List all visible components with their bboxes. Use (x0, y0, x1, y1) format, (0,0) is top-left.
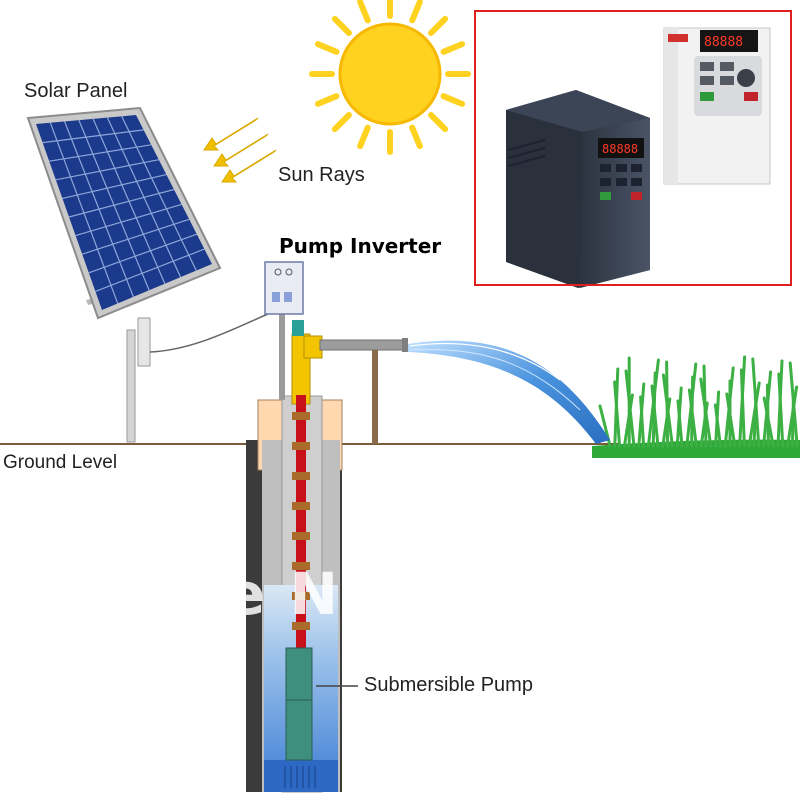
pump-inverter-label: Pump Inverter (279, 234, 442, 258)
pump-inverter-unit (264, 261, 304, 400)
solar-panel-label: Solar Panel (24, 80, 128, 102)
ground-level-label: Ground Level (3, 452, 118, 473)
submersible-pump-label: Submersible Pump (364, 674, 533, 696)
product-photo-frame (474, 10, 792, 286)
grass-patch (592, 355, 800, 458)
sun-rays-label: Sun Rays (278, 164, 365, 186)
solar-panel (26, 106, 222, 443)
light-inverter-photo: 88888 (663, 27, 771, 185)
water-stream (408, 340, 610, 444)
sun-icon (309, 0, 471, 155)
watermark-text: e N (226, 560, 341, 628)
discharge-pipe (303, 335, 408, 444)
submersible-pump (285, 647, 358, 761)
dark-inverter-display: 88888 (602, 142, 638, 156)
dark-inverter-photo: 88888 (506, 90, 650, 288)
sun-ray-arrows (203, 117, 277, 183)
panel-wire (149, 309, 279, 353)
light-inverter-display: 88888 (704, 35, 743, 50)
